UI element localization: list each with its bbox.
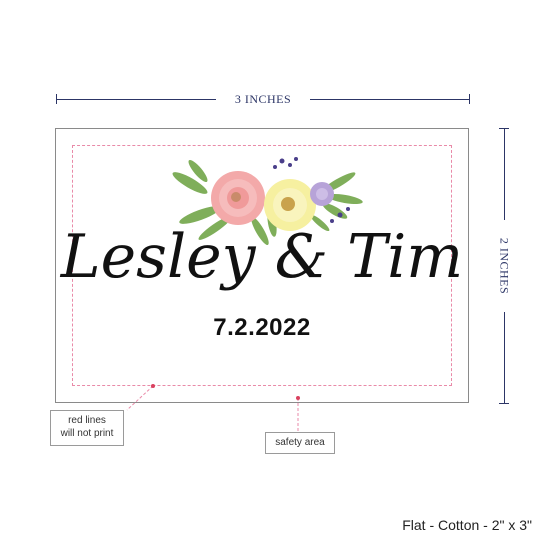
wedding-date: 7.2.2022 — [213, 314, 311, 341]
height-dimension-cap-bottom — [499, 403, 509, 404]
lavender-flower — [310, 182, 334, 206]
height-dimension-line-bottom — [504, 312, 505, 404]
red-lines-callout-line1: red lines — [68, 415, 106, 426]
width-dimension-label: 3 INCHES — [234, 92, 292, 106]
red-lines-callout-line2: will not print — [60, 427, 114, 439]
safety-area-leader-dot — [296, 396, 300, 400]
red-lines-leader — [126, 385, 154, 411]
safety-area-border — [72, 145, 452, 386]
yellow-rose — [264, 179, 316, 231]
width-dimension-line-left — [56, 99, 216, 100]
height-dimension: 2 INCHES — [497, 128, 512, 404]
safety-area-callout: safety area — [265, 432, 335, 454]
red-lines-leader-dot — [151, 384, 155, 388]
height-dimension-line-top — [504, 128, 505, 220]
floral-bouquet-illustration — [172, 157, 363, 245]
couple-names: Lesley & Tim — [60, 222, 464, 292]
width-dimension-line-right — [310, 99, 470, 100]
berries — [273, 157, 350, 223]
napkin-card-preview: Lesley & Tim 7.2.2022 — [55, 128, 469, 403]
product-spec-label: Flat - Cotton - 2" x 3" — [402, 517, 532, 533]
pink-rose — [211, 171, 265, 225]
red-lines-callout: red lines will not print — [50, 410, 124, 446]
width-dimension: 3 INCHES — [56, 92, 470, 106]
width-dimension-cap-right — [469, 94, 470, 104]
